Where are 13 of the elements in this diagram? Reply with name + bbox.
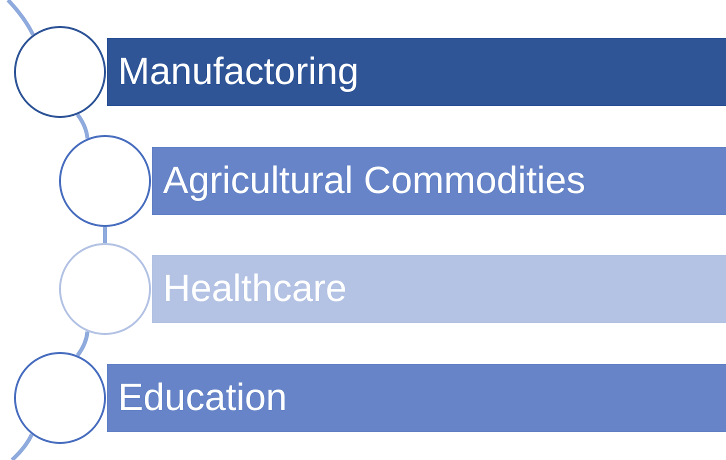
connector-line: [103, 227, 107, 243]
bar-label: Manufactoring: [118, 50, 359, 94]
list-bar: [107, 364, 726, 432]
bar-label: Healthcare: [163, 268, 347, 310]
list-bar: [152, 255, 726, 323]
connector-line: [76, 113, 90, 139]
bar-label: Education: [118, 376, 288, 420]
list-bar: [107, 38, 726, 106]
bar-label: Agricultural Commodities: [163, 160, 586, 202]
connector-line: [6, 0, 35, 36]
list-bar: [152, 147, 726, 215]
connector-line: [76, 331, 90, 357]
connector-line: [10, 434, 34, 460]
